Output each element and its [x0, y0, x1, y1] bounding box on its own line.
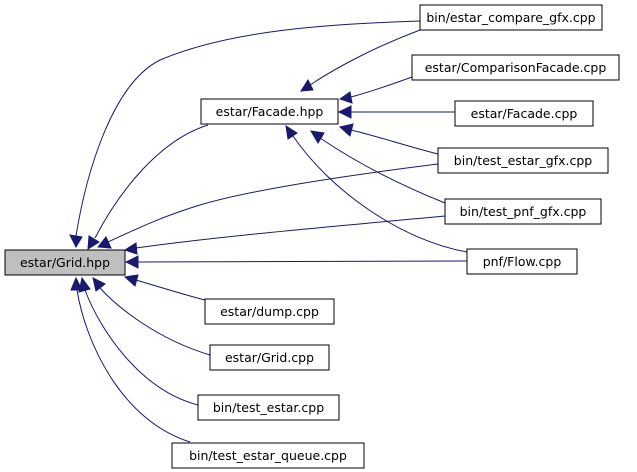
node-label: estar/ComparisonFacade.cpp: [425, 60, 607, 75]
node-test-estar-queue[interactable]: bin/test_estar_queue.cpp: [171, 442, 365, 469]
edge-facade-to-compare-gfx: [309, 29, 421, 86]
arrowhead-facade-compare-gfx: [300, 78, 314, 92]
node-facade-hpp[interactable]: estar/Facade.hpp: [200, 98, 339, 125]
arrowhead-facade-comparison: [338, 91, 353, 104]
node-label: pnf/Flow.cpp: [483, 254, 562, 269]
edge-facade-to-test-estar-gfx: [350, 129, 439, 155]
arrowhead-grid-facade-hpp: [87, 235, 100, 250]
node-label: estar/Grid.cpp: [225, 350, 314, 365]
node-flow-cpp[interactable]: pnf/Flow.cpp: [466, 248, 578, 275]
node-comparison-facade[interactable]: estar/ComparisonFacade.cpp: [411, 54, 620, 81]
edge-grid-to-flow: [137, 260, 468, 263]
node-label: bin/test_estar_gfx.cpp: [454, 153, 592, 168]
node-grid-hpp[interactable]: estar/Grid.hpp: [4, 249, 126, 276]
edge-facade-to-comparison: [350, 76, 413, 98]
edge-grid-to-grid-cpp: [99, 287, 211, 356]
node-label: bin/test_estar.cpp: [213, 400, 324, 415]
node-test-estar[interactable]: bin/test_estar.cpp: [197, 394, 340, 421]
node-label: estar/dump.cpp: [220, 304, 319, 319]
node-label: bin/test_estar_queue.cpp: [189, 448, 347, 463]
node-label: bin/estar_compare_gfx.cpp: [426, 10, 595, 25]
node-test-pnf-gfx[interactable]: bin/test_pnf_gfx.cpp: [444, 198, 602, 225]
arrowhead-grid-flow: [124, 255, 139, 269]
edge-grid-to-compare-gfx: [75, 20, 421, 237]
arrowhead-facade-facade-cpp: [337, 105, 352, 119]
edge-facade-to-flow: [292, 135, 468, 253]
arrowhead-facade-flow: [285, 124, 298, 140]
arrowhead-grid-test-estar-queue: [70, 276, 83, 291]
node-label: bin/test_pnf_gfx.cpp: [460, 204, 587, 219]
node-label: estar/Facade.hpp: [216, 104, 324, 119]
edge-grid-to-test-estar: [84, 289, 199, 406]
edge-grid-to-dump: [135, 279, 206, 301]
node-label: estar/Facade.cpp: [471, 106, 578, 121]
edge-grid-to-test-estar-gfx: [107, 163, 439, 243]
node-dump-cpp[interactable]: estar/dump.cpp: [204, 298, 335, 325]
arrowhead-facade-test-pnf-gfx: [310, 130, 325, 144]
edge-grid-to-test-estar-queue: [76, 289, 191, 443]
node-compare-gfx[interactable]: bin/estar_compare_gfx.cpp: [419, 4, 603, 31]
edge-grid-to-facade-hpp: [94, 124, 209, 239]
arrowhead-grid-grid-cpp: [92, 277, 106, 292]
arrowhead-facade-test-estar-gfx: [338, 123, 354, 137]
edge-grid-to-test-pnf-gfx: [135, 215, 446, 249]
nodes: estar/Grid.hpp estar/Facade.hpp bin/esta…: [4, 4, 620, 469]
arrowhead-grid-test-estar-gfx: [97, 236, 112, 249]
arrowhead-grid-dump: [123, 274, 139, 287]
arrowhead-grid-compare-gfx: [69, 234, 83, 249]
arrowhead-grid-test-pnf-gfx: [123, 242, 138, 255]
edges: [69, 20, 468, 443]
node-grid-cpp[interactable]: estar/Grid.cpp: [209, 344, 330, 371]
node-test-estar-gfx[interactable]: bin/test_estar_gfx.cpp: [437, 147, 609, 174]
node-facade-cpp[interactable]: estar/Facade.cpp: [454, 100, 594, 127]
edge-facade-to-test-pnf-gfx: [319, 137, 446, 204]
node-label: estar/Grid.hpp: [20, 255, 110, 270]
